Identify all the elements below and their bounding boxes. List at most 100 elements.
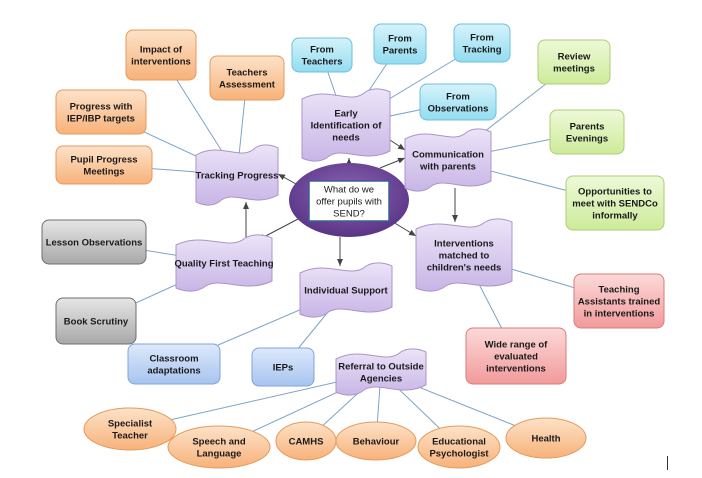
- leaf-shape: [291, 37, 353, 73]
- leaf-fteachers-line: Teachers: [301, 57, 342, 68]
- leaf-fparents-line: From: [388, 34, 412, 45]
- text-cursor-mark: [667, 456, 668, 470]
- hub-early-line: needs: [332, 133, 359, 144]
- leaf-teachassess-line: Assessment: [219, 80, 276, 91]
- hub-shape: [299, 262, 393, 318]
- central-textbox: [308, 180, 390, 222]
- hub-interv-line: matched to: [439, 251, 490, 262]
- hub-shape: [301, 88, 391, 162]
- leaf-behaviour-line: Behaviour: [353, 437, 400, 448]
- leaf-widerange-line: interventions: [486, 364, 546, 375]
- hub-referral-line: Agencies: [360, 374, 402, 385]
- leaf-ieps-line: IEPs: [273, 363, 294, 374]
- hub-indiv[interactable]: Individual Support: [299, 262, 393, 318]
- leaf-classroom-line: Classroom: [149, 354, 198, 365]
- hub-qft[interactable]: Quality First Teaching: [174, 234, 274, 292]
- arrow-track: [277, 173, 297, 185]
- leaf-lessonobs[interactable]: Lesson Observations: [41, 219, 147, 265]
- leaf-shape: [573, 273, 665, 329]
- leaf-shape: [251, 347, 315, 387]
- leaf-camhs-line: CAMHS: [289, 437, 324, 448]
- hub-shape: [404, 128, 492, 192]
- leaf-iep-line: IEP/IBP targets: [67, 114, 135, 125]
- hub-shape: [195, 144, 279, 206]
- leaf-shape: [549, 109, 625, 155]
- hub-track-line: Tracking Progress: [196, 171, 279, 182]
- arrow-interv: [392, 221, 417, 237]
- leaf-ftracking-line: Tracking: [462, 45, 501, 56]
- leaf-behaviour[interactable]: Behaviour: [335, 421, 417, 461]
- leaf-shape: [537, 39, 611, 85]
- leaf-health[interactable]: Health: [505, 417, 587, 459]
- hub-interv-line: Interventions: [434, 239, 494, 250]
- leaf-camhs[interactable]: CAMHS: [275, 421, 337, 461]
- central-question-line: offer pupils with: [316, 197, 382, 208]
- leaf-ieps[interactable]: IEPs: [251, 347, 315, 387]
- leaf-shape: [83, 407, 177, 451]
- leaf-impact-line: interventions: [131, 57, 191, 68]
- leaf-shape: [453, 23, 511, 63]
- leaf-speech-line: Language: [197, 449, 242, 460]
- leaf-shape: [565, 175, 665, 231]
- leaf-fobs-line: Observations: [428, 104, 489, 115]
- leaf-ppm-line: Pupil Progress: [70, 155, 137, 166]
- leaf-tatrained-line: in interventions: [584, 309, 655, 320]
- central-question-line: What do we: [324, 185, 374, 196]
- leaf-classroom-line: adaptations: [147, 366, 200, 377]
- leaf-speech-line: Speech and: [192, 437, 246, 448]
- hub-shape: [415, 218, 513, 292]
- hub-qft-line: Quality First Teaching: [174, 259, 273, 270]
- leaf-shape: [41, 219, 147, 265]
- leaf-bookscrut-line: Book Scrutiny: [64, 317, 129, 328]
- leaf-sendco-line: meet with SENDCo: [572, 199, 658, 210]
- leaf-edpsych-line: Psychologist: [429, 449, 489, 460]
- hub-track[interactable]: Tracking Progress: [195, 144, 279, 206]
- leaf-lessonobs-line: Lesson Observations: [46, 238, 143, 249]
- leaf-tatrained-line: Assistants trained: [578, 297, 661, 308]
- leaf-tatrained-line: Teaching: [599, 285, 640, 296]
- leaf-fobs-line: From: [446, 92, 470, 103]
- hub-comm-line: with parents: [419, 162, 476, 173]
- leaf-shape: [209, 55, 285, 101]
- hub-comm-line: Communication: [412, 150, 484, 161]
- leaf-widerange-line: Wide range of: [485, 340, 549, 351]
- leaf-shape: [55, 145, 153, 185]
- arrow-early-comm: [389, 139, 406, 151]
- leaf-parentsev-line: Evenings: [566, 134, 608, 145]
- leaf-ppm-line: Meetings: [83, 167, 124, 178]
- leaf-bookscrut[interactable]: Book Scrutiny: [55, 297, 137, 345]
- leaf-shape: [55, 297, 137, 345]
- leaf-shape: [505, 417, 587, 459]
- leaf-shape: [55, 89, 147, 135]
- leaf-fparents-line: Parents: [383, 46, 418, 57]
- hub-shape: [175, 234, 273, 292]
- leaf-specialist-line: Teacher: [112, 431, 148, 442]
- leaf-shape: [125, 29, 197, 81]
- leaf-shape: [373, 23, 427, 65]
- hub-referral-line: Referral to Outside: [338, 362, 424, 373]
- leaf-specialist-line: Specialist: [108, 419, 153, 430]
